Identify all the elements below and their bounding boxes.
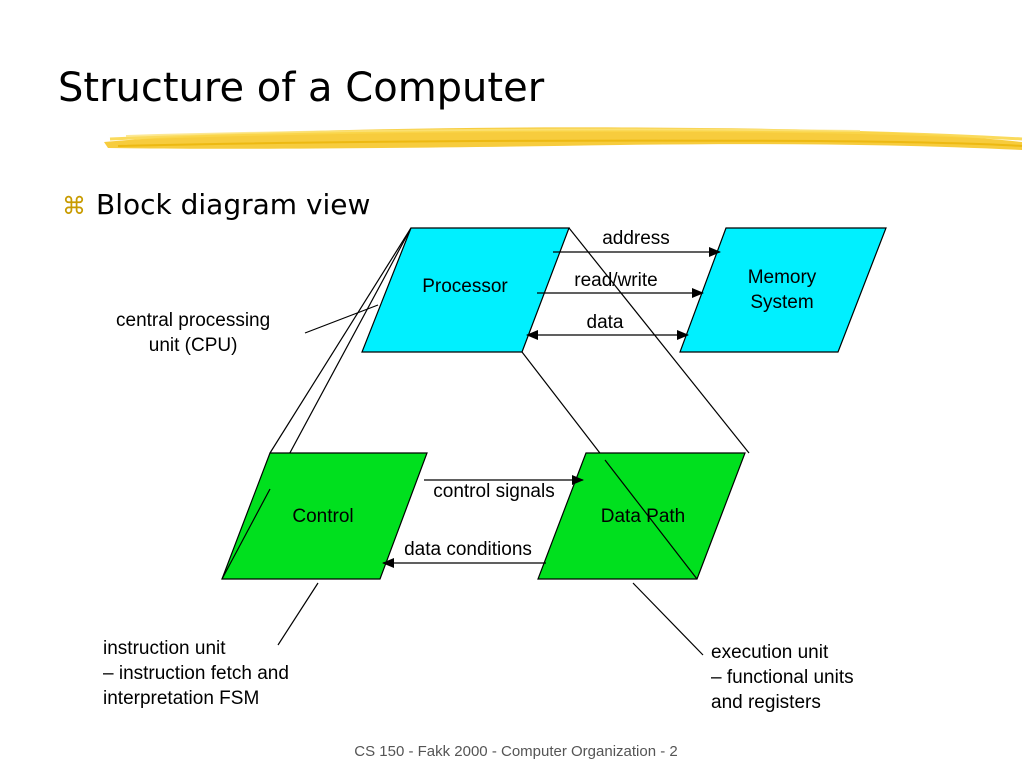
control-label: Control bbox=[292, 506, 353, 527]
projection-line-right-inner-overlay bbox=[604, 459, 698, 580]
processor-block bbox=[361, 227, 570, 353]
control-signals-label: control signals bbox=[433, 481, 554, 502]
control-block bbox=[221, 452, 428, 580]
command-icon: ⌘ bbox=[62, 192, 86, 220]
title-highlighter bbox=[104, 127, 1023, 150]
projection-line-left-inner-overlay bbox=[221, 488, 271, 580]
bullet-item: ⌘ Block diagram view bbox=[62, 186, 370, 225]
projection-line-left-outer bbox=[269, 227, 412, 454]
cpu-annotation: central processing unit (CPU) bbox=[116, 308, 270, 358]
memory-label-line1: Memory bbox=[748, 267, 817, 288]
projection-line-right-outer bbox=[568, 227, 750, 454]
instruction-unit-annotation: instruction unit – instruction fetch and… bbox=[103, 636, 289, 711]
instruction-unit-line1: instruction unit bbox=[103, 638, 226, 659]
execution-unit-line3: and registers bbox=[711, 692, 821, 713]
execution-unit-callout-line bbox=[632, 582, 704, 656]
data-label: data bbox=[587, 312, 624, 333]
bullet-text: Block diagram view bbox=[96, 188, 371, 221]
execution-unit-annotation: execution unit – functional units and re… bbox=[711, 640, 854, 715]
instruction-unit-line2: – instruction fetch and bbox=[103, 663, 289, 684]
slide-title: Structure of a Computer bbox=[58, 65, 545, 111]
instruction-unit-callout-line bbox=[277, 582, 319, 646]
instruction-unit-line3: interpretation FSM bbox=[103, 688, 260, 709]
cpu-annotation-line2: unit (CPU) bbox=[148, 335, 238, 356]
address-label: address bbox=[602, 228, 670, 249]
memory-system-block bbox=[679, 227, 887, 353]
read-write-label: read/write bbox=[574, 270, 657, 291]
execution-unit-line1: execution unit bbox=[711, 642, 829, 663]
memory-label-line2: System bbox=[750, 292, 813, 313]
cpu-annotation-line1: central processing bbox=[116, 310, 271, 331]
data-conditions-label: data conditions bbox=[404, 539, 532, 560]
slide-footer: CS 150 - Fakk 2000 - Computer Organizati… bbox=[354, 743, 678, 760]
processor-label: Processor bbox=[422, 276, 508, 297]
datapath-label: Data Path bbox=[601, 506, 686, 527]
cpu-callout-line bbox=[304, 304, 379, 334]
execution-unit-line2: – functional units bbox=[711, 667, 854, 688]
